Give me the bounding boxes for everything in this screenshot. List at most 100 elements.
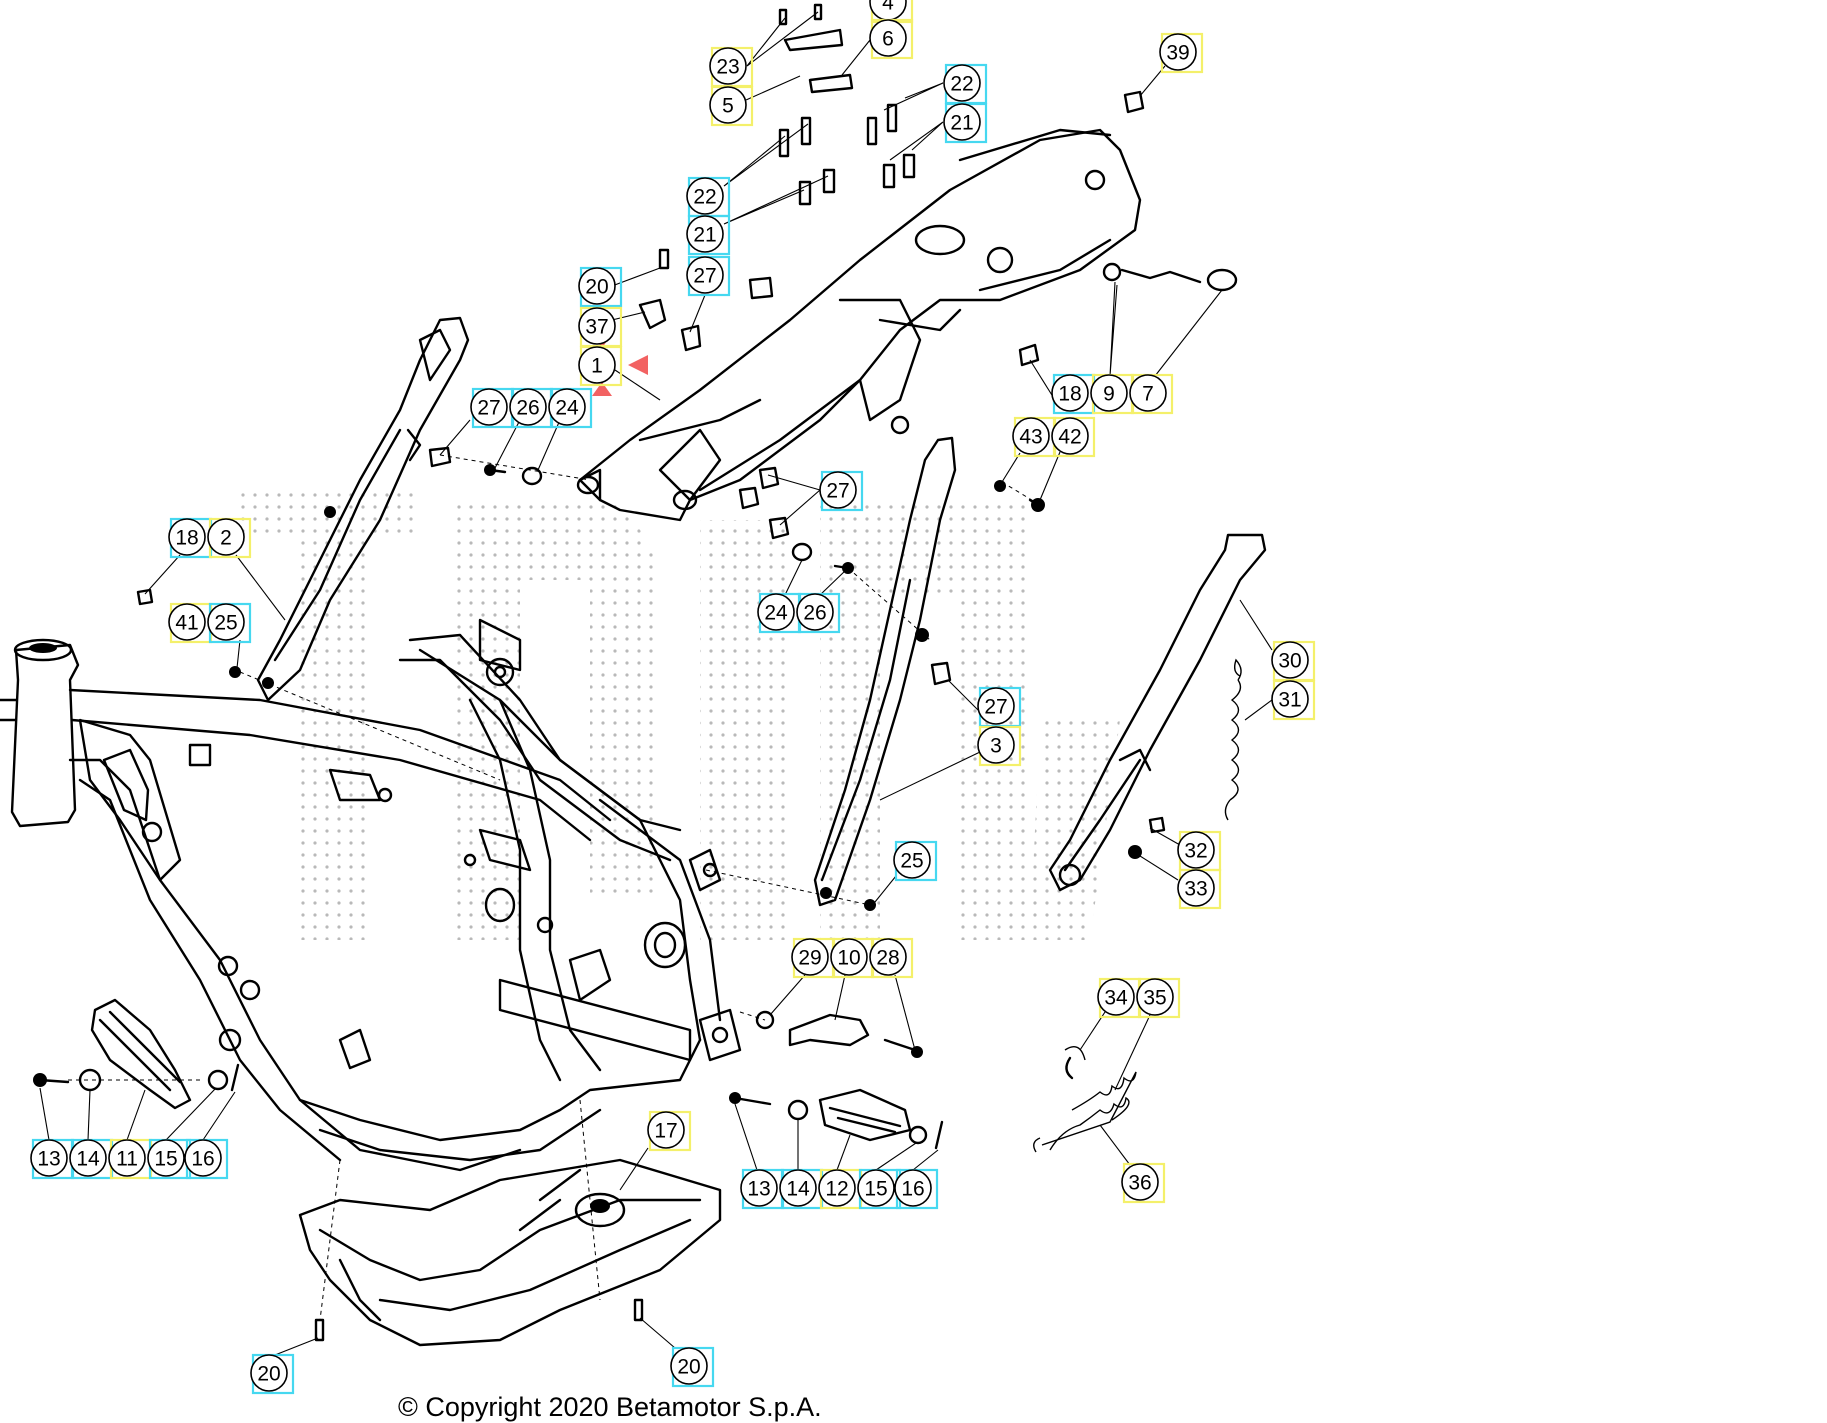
callout-18[interactable]: 18 [1051, 373, 1096, 415]
callout-22[interactable]: 22 [686, 176, 731, 218]
callout-43[interactable]: 43 [1012, 416, 1057, 458]
callout-circle [509, 388, 547, 426]
callout-27[interactable]: 27 [819, 470, 864, 512]
callout-15[interactable]: 15 [147, 1138, 192, 1180]
callout-circle [184, 1139, 222, 1177]
callout-22[interactable]: 22 [943, 63, 988, 105]
callout-number: 22 [693, 186, 716, 209]
callout-number: 5 [722, 95, 734, 118]
callout-2[interactable]: 2 [207, 517, 252, 559]
callout-11[interactable]: 11 [108, 1138, 153, 1180]
callout-circle [894, 1169, 932, 1207]
callout-16[interactable]: 16 [894, 1168, 939, 1210]
callout-10[interactable]: 10 [830, 937, 875, 979]
callout-32[interactable]: 32 [1177, 830, 1222, 872]
callout-27[interactable]: 27 [470, 387, 515, 429]
callout-12[interactable]: 12 [818, 1168, 863, 1210]
callout-circle [1177, 869, 1215, 907]
callout-27[interactable]: 27 [686, 255, 731, 297]
watermark-dot-pattern [240, 490, 1120, 940]
callout-circle [869, 19, 907, 57]
callout-17[interactable]: 17 [647, 1110, 692, 1152]
callout-circle [578, 346, 616, 384]
callout-1[interactable]: 1 [578, 345, 623, 387]
callout-25[interactable]: 25 [893, 840, 938, 882]
callout-number: 20 [585, 276, 608, 299]
callout-26[interactable]: 26 [796, 592, 841, 634]
callout-number: 15 [864, 1178, 887, 1201]
callout-number: 2 [220, 527, 232, 550]
callout-14[interactable]: 14 [69, 1138, 114, 1180]
callout-4[interactable]: 4 [869, 0, 914, 24]
callout-number: 13 [37, 1148, 60, 1171]
callout-5[interactable]: 5 [709, 85, 754, 127]
callout-20[interactable]: 20 [250, 1353, 295, 1395]
callout-circle [1051, 374, 1089, 412]
callout-21[interactable]: 21 [686, 214, 731, 256]
callout-16[interactable]: 16 [184, 1138, 229, 1180]
callout-33[interactable]: 33 [1177, 868, 1222, 910]
callout-27[interactable]: 27 [977, 686, 1022, 728]
callout-circle [548, 388, 586, 426]
callout-7[interactable]: 7 [1129, 373, 1174, 415]
callout-circle [943, 64, 981, 102]
left-footpeg [33, 998, 240, 1110]
callout-28[interactable]: 28 [869, 937, 914, 979]
callout-6[interactable]: 6 [869, 18, 914, 60]
callout-circle [709, 86, 747, 124]
main-frame [0, 618, 742, 1172]
callout-35[interactable]: 35 [1136, 977, 1181, 1019]
callout-41[interactable]: 41 [168, 602, 213, 644]
callout-circle [207, 518, 245, 556]
callout-15[interactable]: 15 [857, 1168, 902, 1210]
callout-circle [796, 593, 834, 631]
callout-25[interactable]: 25 [207, 602, 252, 644]
callout-3[interactable]: 3 [977, 725, 1022, 767]
callout-24[interactable]: 24 [757, 592, 802, 634]
callout-number: 32 [1184, 840, 1207, 863]
callout-number: 27 [984, 696, 1007, 719]
callout-30[interactable]: 30 [1271, 640, 1316, 682]
callout-37[interactable]: 37 [578, 306, 623, 348]
callout-14[interactable]: 14 [779, 1168, 824, 1210]
callout-24[interactable]: 24 [548, 387, 593, 429]
callout-13[interactable]: 13 [740, 1168, 785, 1210]
callout-13[interactable]: 13 [30, 1138, 75, 1180]
callout-number: 27 [826, 480, 849, 503]
callout-number: 20 [257, 1363, 280, 1386]
callout-number: 11 [116, 1148, 138, 1171]
callout-29[interactable]: 29 [791, 937, 836, 979]
callout-42[interactable]: 42 [1051, 416, 1096, 458]
callout-20[interactable]: 20 [578, 266, 623, 308]
callout-circle [779, 1169, 817, 1207]
callout-number: 17 [654, 1120, 677, 1143]
callout-23[interactable]: 23 [709, 46, 754, 88]
callout-number: 21 [693, 224, 716, 247]
callout-31[interactable]: 31 [1271, 679, 1316, 721]
callout-number: 13 [747, 1178, 770, 1201]
callout-39[interactable]: 39 [1159, 32, 1204, 74]
callout-number: 6 [882, 28, 894, 51]
callout-circle [108, 1139, 146, 1177]
callout-circle [977, 726, 1015, 764]
right-footpeg [729, 1088, 944, 1150]
right-side-rail [813, 436, 957, 907]
callout-26[interactable]: 26 [509, 387, 554, 429]
callout-number: 10 [837, 947, 860, 970]
callout-number: 41 [175, 612, 198, 635]
callout-9[interactable]: 9 [1090, 373, 1135, 415]
callout-21[interactable]: 21 [943, 102, 988, 144]
callout-circle [1051, 417, 1089, 455]
callout-number: 34 [1104, 987, 1128, 1010]
callout-circle [1012, 417, 1050, 455]
callout-18[interactable]: 18 [168, 517, 213, 559]
callout-34[interactable]: 34 [1097, 977, 1142, 1019]
callout-number: 33 [1184, 878, 1207, 901]
callout-number: 37 [585, 316, 608, 339]
callout-36[interactable]: 36 [1121, 1162, 1166, 1204]
callout-number: 7 [1142, 383, 1154, 406]
callout-20[interactable]: 20 [670, 1346, 715, 1388]
callout-circle [977, 687, 1015, 725]
callout-number: 14 [76, 1148, 100, 1171]
